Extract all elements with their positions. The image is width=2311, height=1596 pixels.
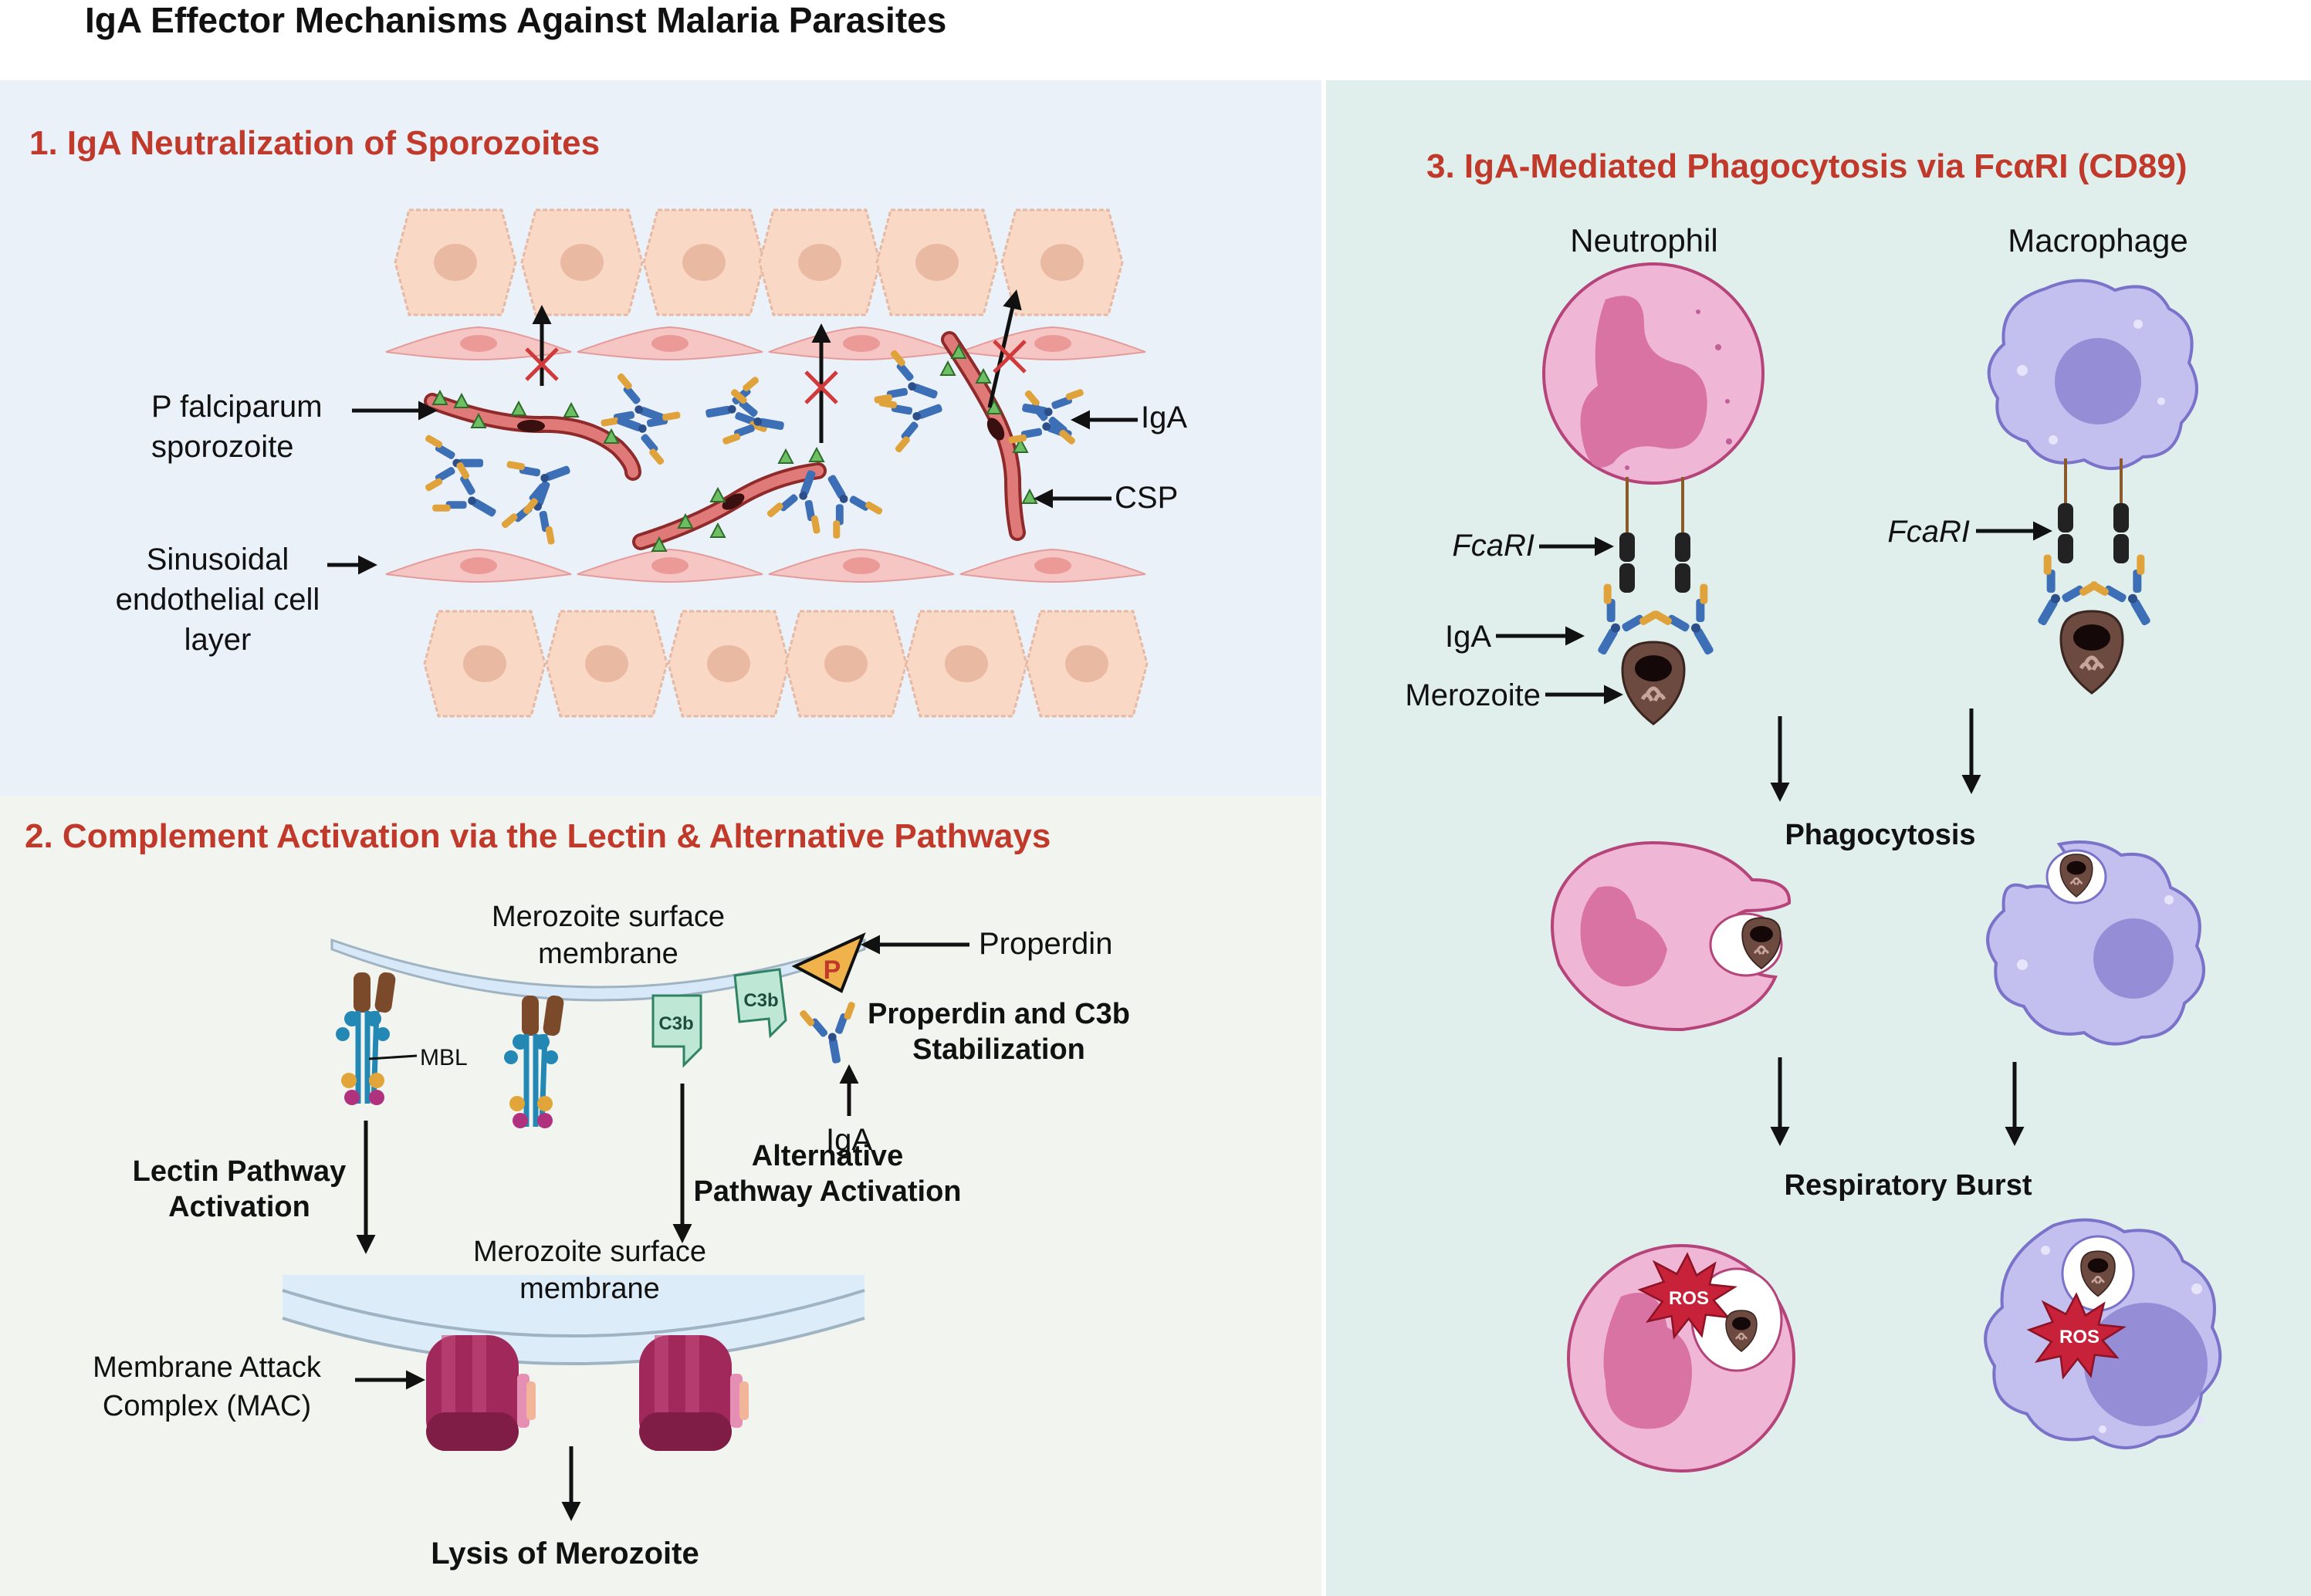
label-csp: CSP (1115, 481, 1178, 515)
macrophage-label: Macrophage (2008, 222, 2187, 259)
sporozoite-3 (941, 331, 1026, 541)
panel-2-heading: 2. Complement Activation via the Lectin … (25, 817, 1051, 855)
macrophage-cell (1987, 279, 2198, 470)
phagocytosis-label: Phagocytosis (1785, 819, 1975, 851)
ros-label-macrophage: ROS (2059, 1327, 2100, 1347)
panel-3-heading: 3. IgA-Mediated Phagocytosis via FcαRI (… (1426, 147, 2187, 185)
fcari-label-neutrophil: FcaRI (1452, 529, 1534, 563)
properdin-label: Properdin (979, 927, 1112, 961)
c3b-tag-2: C3b (733, 968, 787, 1039)
membrane-bottom-label-2: membrane (519, 1273, 660, 1305)
panel-1-heading: 1. IgA Neutralization of Sporozoites (29, 124, 600, 162)
c3b-tag-1: C3b (651, 994, 702, 1068)
label-sporozoite-line-1: P falciparum (151, 390, 323, 424)
stabilization-label-1: Properdin and C3b (868, 998, 1130, 1030)
neutrophil-cell (1542, 262, 1765, 485)
fcari-label-macrophage: FcaRI (1887, 515, 1970, 549)
blocked-invasion-arrows (525, 289, 1027, 443)
merozoite-membrane-bottom-line-1 (282, 1289, 865, 1337)
label-endothelial-line-2: endothelial cell (116, 583, 320, 617)
stabilization-label-2: Stabilization (912, 1033, 1085, 1066)
neutrophil-fcari-receptors (1619, 477, 1690, 593)
label-sporozoite-line-2: sporozoite (151, 430, 294, 464)
mbl-label: MBL (420, 1045, 468, 1070)
membrane-bottom-label-1: Merozoite surface (473, 1236, 706, 1268)
diagram-title: IgA Effector Mechanisms Against Malaria … (85, 0, 946, 40)
alternative-label-1: Alternative (752, 1140, 903, 1172)
lectin-label-1: Lectin Pathway (133, 1155, 347, 1188)
neutrophil-label: Neutrophil (1570, 222, 1717, 259)
panel-2-bg (0, 796, 1321, 1596)
label-endothelial-line-3: layer (184, 623, 252, 657)
sporozoite-2 (632, 462, 827, 550)
mbl-pointer (368, 1054, 418, 1060)
iga-label-panel-2: IgA (826, 1123, 872, 1157)
properdin-triangle: P (791, 932, 866, 993)
merozoite-membrane-bottom-fill (283, 1275, 865, 1363)
lysis-label: Lysis of Merozoite (431, 1537, 699, 1571)
c3b-label-2: C3b (743, 990, 778, 1011)
merozoite-membrane-bottom-line-2 (282, 1317, 865, 1365)
membrane-top-label-2: membrane (538, 938, 678, 970)
c3b-label-1: C3b (658, 1013, 693, 1034)
label-endothelial-line-1: Sinusoidal (147, 543, 289, 577)
membrane-top-label-1: Merozoite surface (492, 901, 725, 933)
label-iga-panel-1: IgA (1141, 401, 1187, 435)
mac-label-2: Complex (MAC) (103, 1390, 311, 1422)
mac-label-1: Membrane Attack (93, 1351, 322, 1384)
lectin-label-2: Activation (168, 1191, 310, 1223)
properdin-symbol: P (824, 955, 841, 985)
macrophage-fcari-receptors (2058, 458, 2129, 563)
iga-label-panel-3: IgA (1445, 620, 1491, 654)
respiratory-burst-label: Respiratory Burst (1785, 1169, 2032, 1202)
title-bar (0, 0, 2311, 80)
merozoite-label: Merozoite (1405, 678, 1541, 712)
ros-label-neutrophil: ROS (1669, 1288, 1709, 1309)
alternative-label-2: Pathway Activation (693, 1175, 961, 1208)
